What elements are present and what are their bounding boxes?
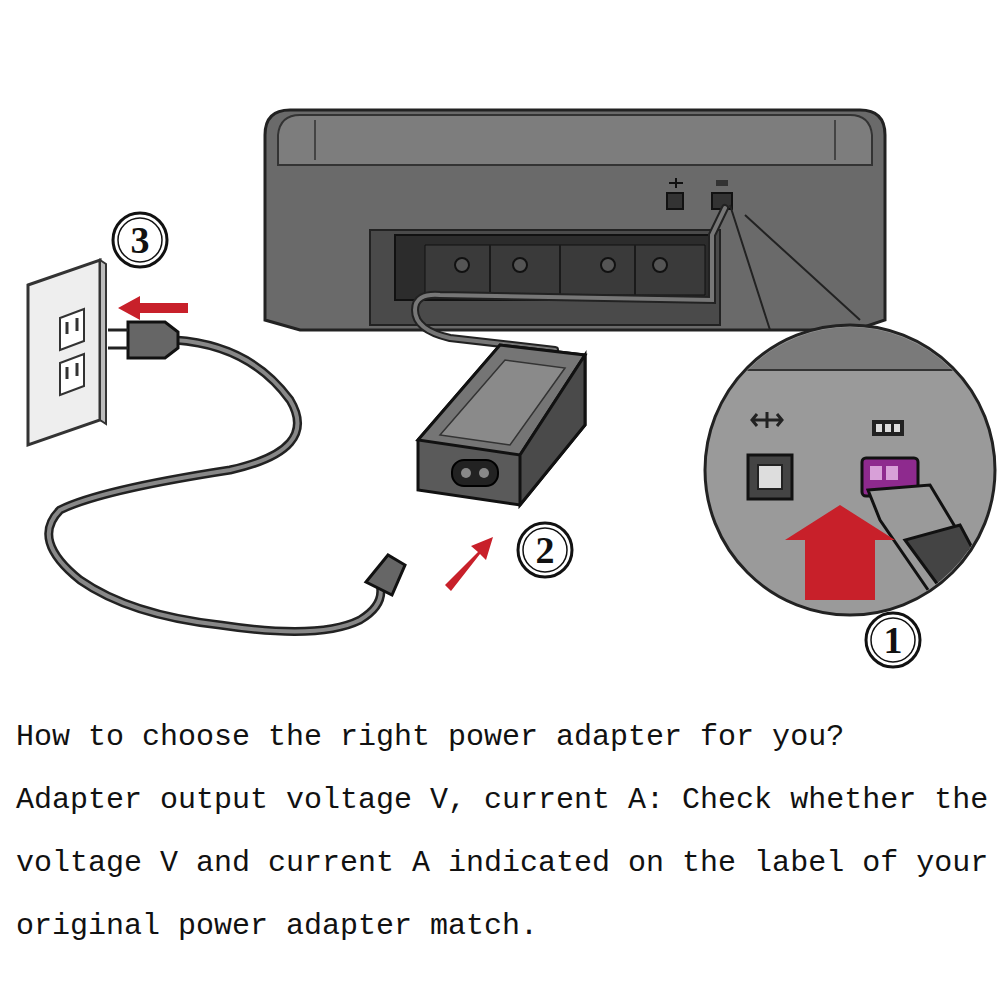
heading-text: How to choose the right power adapter fo… bbox=[16, 706, 996, 769]
callout-number: 2 bbox=[520, 525, 570, 575]
callout-number: 1 bbox=[868, 615, 918, 665]
callout-number: 3 bbox=[115, 215, 165, 265]
body-text: Adapter output voltage V, current A: Che… bbox=[16, 769, 996, 958]
